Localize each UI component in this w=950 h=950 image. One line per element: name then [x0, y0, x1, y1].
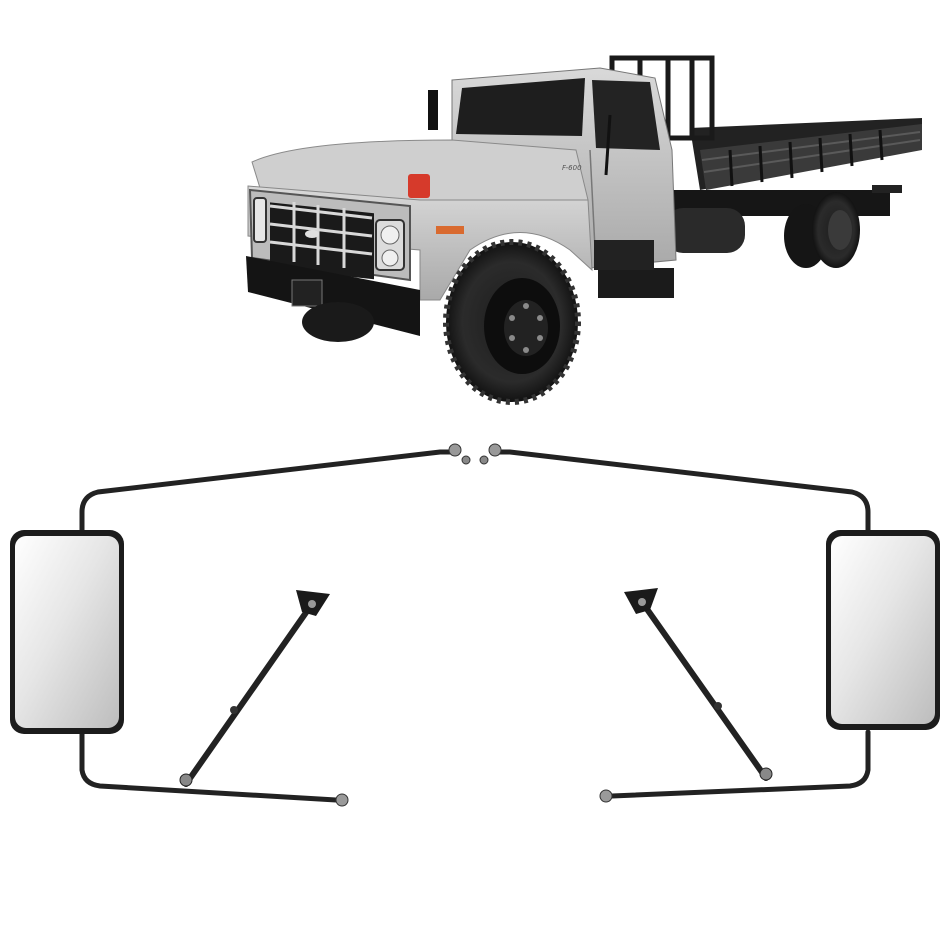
hood-badge: F-600	[562, 164, 582, 172]
front-bumper	[246, 256, 420, 342]
left-mirror-assembly	[10, 443, 471, 807]
right-lower-mount-bolt	[599, 789, 613, 803]
left-support-brace	[183, 601, 315, 787]
left-mirror-glass	[15, 536, 119, 728]
hood: F-600	[251, 139, 589, 203]
left-upper-mount-bracket	[448, 443, 471, 465]
right-mirror-assembly	[479, 443, 940, 803]
right-mirror-glass	[831, 536, 935, 724]
license-plate	[291, 279, 323, 307]
right-support-brace	[639, 599, 769, 781]
brand-emblem	[305, 230, 319, 238]
front-wheel	[443, 239, 581, 405]
tail-light	[408, 174, 430, 198]
rear-wheel	[784, 192, 860, 268]
right-upper-mount-bracket	[479, 443, 502, 465]
truck: F-600	[246, 55, 922, 405]
left-lower-mount-bolt	[335, 793, 349, 807]
grille	[248, 188, 411, 282]
